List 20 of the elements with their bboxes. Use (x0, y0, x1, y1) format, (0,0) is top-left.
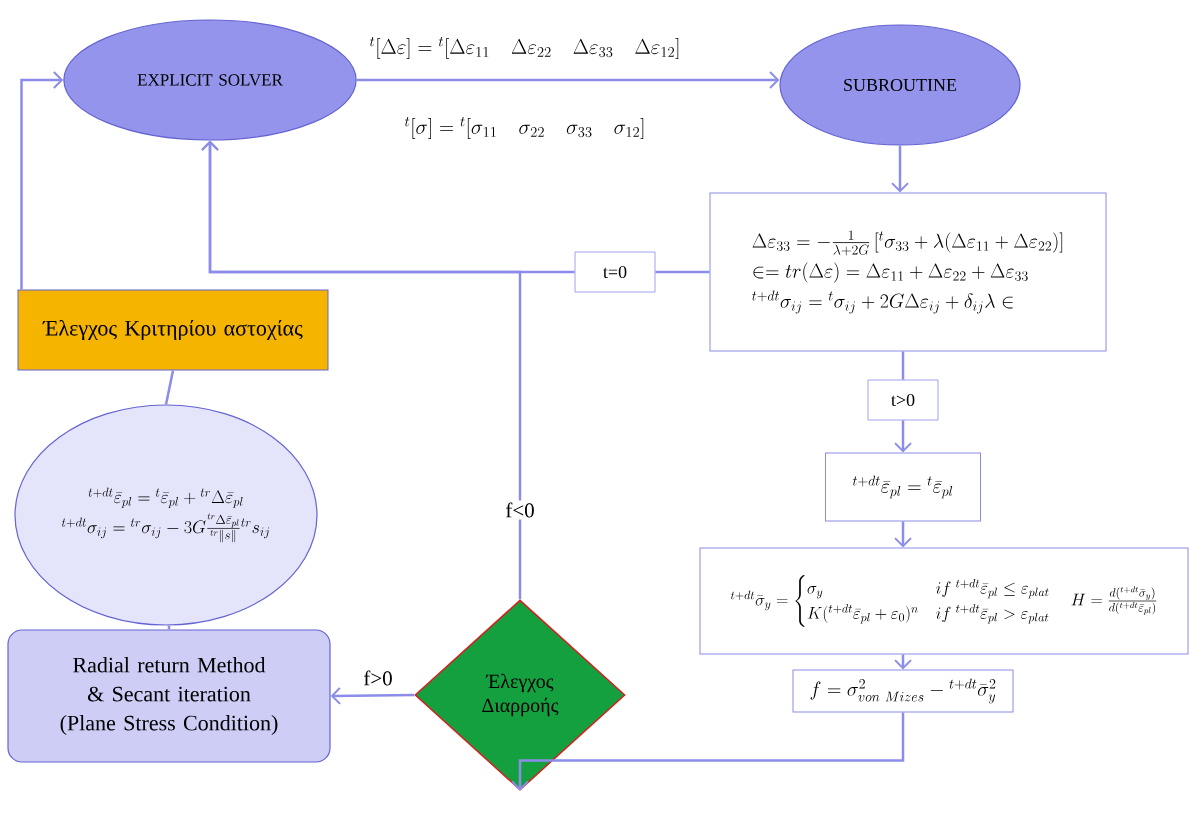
condition-box: t=0 (574, 251, 656, 293)
arrow (330, 686, 415, 705)
formula-box: ${}^{t+dt}\bar{\varepsilon}_{pl}={}^{t}\bar{\varepsilon}_{pl}$ (825, 452, 981, 522)
formula-box: ${}^{t+dt}\bar{\sigma}_{y}=\begin{cases}\sigma_{y} & if\ {}^{t+dt}\bar{\varepsilon}_{pl}\leq\varepsilon_{plat}\\ K({}^{t+dt}\bar{\varepsilon}_{pl}+\varepsilon_{0})^{n} & if\ {}^{t+dt}\bar{\varepsilon}_{pl}>\varepsilon_{plat}\end{cases}$ $H=\frac{d({}^{t+dt}\bar{\sigma}_{y})}{d({}^{t+dt}\bar{\varepsilon}_{pl})}$ (699, 547, 1189, 655)
criterion-box: Έλεγχος Κριτηρίου αστοχίας (17, 289, 329, 371)
edge-label: f>0 (361, 668, 395, 688)
arrow (891, 145, 909, 193)
formula-box: $\Delta\varepsilon_{33}=-\frac{1}{\lambda+2G}\left[{}^{t}\sigma_{33}+\lambda(\Delta\varepsilon_{11}+\Delta\varepsilon_{22})\right]$ $\in=tr(\Delta\varepsilon)=\Delta\varepsilon_{11}+\Delta\varepsilon_{22}+\Delta\varepsilon_{33}$ ${}^{t+dt}\sigma_{ij}={}^{t}\sigma_{ij}+2G\Delta\varepsilon_{ij}+\delta_{ij}\lambda\in$ (709, 192, 1107, 352)
edge-label: f<0 (503, 500, 537, 520)
arrow (20, 71, 64, 290)
arrow (356, 71, 780, 89)
process-box: Radial return Method & Secant iteration (Plane Stress Condition) (7, 629, 331, 763)
arrow (511, 712, 905, 791)
arrow (201, 140, 522, 600)
formula-text: ${}^{t}[\sigma]={}^{t}[\sigma_{11}\quad\sigma_{22}\quad\sigma_{33}\quad\sigma_{12}]$ (404, 116, 644, 139)
edge-label: ${}^{t}[\Delta\varepsilon]={}^{t}[\Delta\varepsilon_{11}\quad\Delta\varepsilon_{22}\quad\Delta\varepsilon_{33}\quad\Delta\varepsilon_{12}]$ (367, 35, 683, 61)
formula-box: $f=\sigma^{2}_{von\ Mizes}-{}^{t+dt}\bar{\sigma}^{2}_{y}$ (792, 669, 1014, 713)
condition-box: t>0 (867, 379, 939, 421)
arrow (894, 420, 912, 453)
arrow (894, 521, 912, 548)
